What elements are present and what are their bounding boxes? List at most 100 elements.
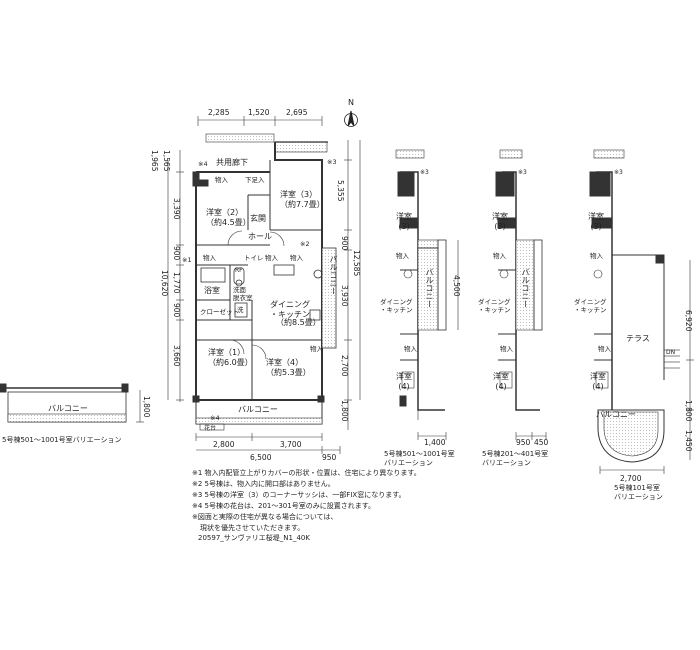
closet-label: クローゼット <box>200 308 239 316</box>
note-4: ※4 5号棟の花台は、201～301号室のみに設置されます。 <box>192 502 376 510</box>
room4-size: （約5.3畳） <box>266 368 311 377</box>
v3-balcony: バルコニー <box>596 410 636 419</box>
v3-dn: DN <box>666 349 676 356</box>
variant-1 <box>395 149 459 440</box>
v1-balcony: バルコニー <box>425 268 434 308</box>
room1-size: （約6.0畳） <box>208 358 253 367</box>
note-6: 現状を優先させていただきます。 <box>200 524 305 532</box>
top-dim-2: 1,520 <box>248 108 270 117</box>
bath-label: 浴室 <box>204 286 220 295</box>
dining-size: （約8.5畳） <box>276 318 321 327</box>
left-dim-6: 10,620 <box>160 270 169 297</box>
room1-label: 洋室（1） <box>208 348 246 357</box>
storage-label-mid1: 物入 <box>203 254 216 262</box>
right-dim-1: 5,355 <box>336 180 345 202</box>
left-dim-3: 3,390 <box>172 198 181 220</box>
hall-label: ホール <box>248 232 272 241</box>
top-dim-1: 2,285 <box>208 108 230 117</box>
room3-label: 洋室（3） <box>280 190 318 199</box>
rf-label: RF <box>235 267 243 274</box>
room2-label: 洋室（2） <box>206 208 244 217</box>
toilet-label: トイレ <box>244 254 264 262</box>
compass-north-label: N <box>348 98 354 107</box>
storage-label-top: 物入 <box>215 176 228 184</box>
v1-caption: 5号棟501～1001号室 バリエーション <box>384 450 455 467</box>
right-dim-5: 2,700 <box>340 355 349 377</box>
corridor-label: 共用廊下 <box>216 158 248 167</box>
v2-caption: 5号棟201～401号室 バリエーション <box>482 450 549 467</box>
v3-dining: ダイニング ・キッチン <box>574 298 607 314</box>
v3-side-dim-1: 6,920 <box>684 310 693 332</box>
room2-size: （約4.5畳） <box>206 218 251 227</box>
v3-bottom-dim: 2,700 <box>620 474 642 483</box>
bottom-dim-3: 6,500 <box>250 453 272 462</box>
v2-bottom-dim-2: 450 <box>534 438 549 447</box>
v2-room3: 洋室 (3) <box>492 212 508 231</box>
left-dim-8: 3,660 <box>172 345 181 367</box>
v1-room3: 洋室 (3) <box>396 212 412 231</box>
balcony-label: バルコニー <box>238 405 278 414</box>
left-dim-5: 1,770 <box>172 272 181 294</box>
v3-mark: ※3 <box>614 169 623 176</box>
washroom-label: 洗面 脱衣室 <box>233 286 253 302</box>
flower-label: 花台 <box>204 425 217 432</box>
note-2: ※2 5号棟は、物入内に開口部はありません。 <box>192 480 335 488</box>
shoes-label: 下足入 <box>245 176 265 184</box>
left-dim-4: 900 <box>172 246 181 261</box>
wash-label: 洗 <box>237 306 244 314</box>
bottom-dim-1: 2,800 <box>213 440 235 449</box>
note-1: ※1 物入内配管立上がりカバーの形状・位置は、住宅により異なります。 <box>192 469 421 477</box>
v1-side-dim: 4,500 <box>452 275 461 297</box>
variant-3 <box>589 149 694 474</box>
top-dim-3: 2,695 <box>286 108 308 117</box>
left-variant-caption: 5号棟501～1001号室バリエーション <box>2 436 122 444</box>
room3-size: （約7.7畳） <box>280 200 325 209</box>
v1-room4: 洋室 (4) <box>396 372 412 391</box>
v3-side-dim-2: 1,800 <box>684 400 693 422</box>
left-dim-7: 900 <box>172 303 181 318</box>
mark-1: ※1 <box>182 256 192 264</box>
mark-4: ※4 <box>210 414 220 422</box>
mark-2: ※2 <box>300 240 310 248</box>
left-variant <box>0 383 144 423</box>
v2-storage-2: 物入 <box>500 345 513 353</box>
mark-3: ※3 <box>327 158 337 166</box>
v1-bottom-dim: 1,400 <box>424 438 446 447</box>
v2-bottom-dim-1: 950 <box>516 438 531 447</box>
right-dim-4: 3,930 <box>340 285 349 307</box>
left-dim-2: 1,565 <box>162 150 171 172</box>
v3-side-dim-3: 1,450 <box>684 430 693 452</box>
footer-code: 20597_サンヴァリエ桜堤_N1_40K <box>198 534 310 542</box>
main-plan <box>167 116 361 454</box>
left-variant-dim: 1,800 <box>142 396 151 418</box>
right-dim-2: 900 <box>340 236 349 251</box>
v3-room3: 洋室 (3) <box>588 212 604 231</box>
mark-5: ※4 <box>198 160 208 168</box>
v1-storage-2: 物入 <box>404 345 417 353</box>
entrance-label: 玄関 <box>250 214 266 223</box>
v1-dining: ダイニング ・キッチン <box>380 298 413 314</box>
left-variant-balcony-label: バルコニー <box>48 404 88 413</box>
left-dim-1: 1,965 <box>150 150 159 172</box>
variant-2 <box>495 149 547 440</box>
v2-storage-1: 物入 <box>493 252 506 260</box>
note-3: ※3 5号棟の洋室（3）のコーナーサッシは、一部FIX窓になります。 <box>192 491 406 499</box>
storage-label-mid3: 物入 <box>290 254 303 262</box>
v2-balcony: バルコニー <box>521 268 530 308</box>
dining-label: ダイニング ・キッチン <box>270 300 310 319</box>
room4-label: 洋室（4） <box>266 358 304 367</box>
compass-icon <box>344 110 358 127</box>
bottom-dim-2: 3,700 <box>280 440 302 449</box>
v2-room4: 洋室 (4) <box>493 372 509 391</box>
v3-room4: 洋室 (4) <box>590 372 606 391</box>
v2-dining: ダイニング ・キッチン <box>478 298 511 314</box>
bottom-dim-4: 950 <box>322 453 337 462</box>
v1-storage-1: 物入 <box>396 252 409 260</box>
balcony-side-label: バルコニー <box>329 255 338 295</box>
storage-label-mid2: 物入 <box>265 254 278 262</box>
storage-label-right: 物入 <box>310 345 323 353</box>
right-dim-6: 1,800 <box>340 400 349 422</box>
v3-storage-2: 物入 <box>598 345 611 353</box>
v1-mark: ※3 <box>420 169 429 176</box>
